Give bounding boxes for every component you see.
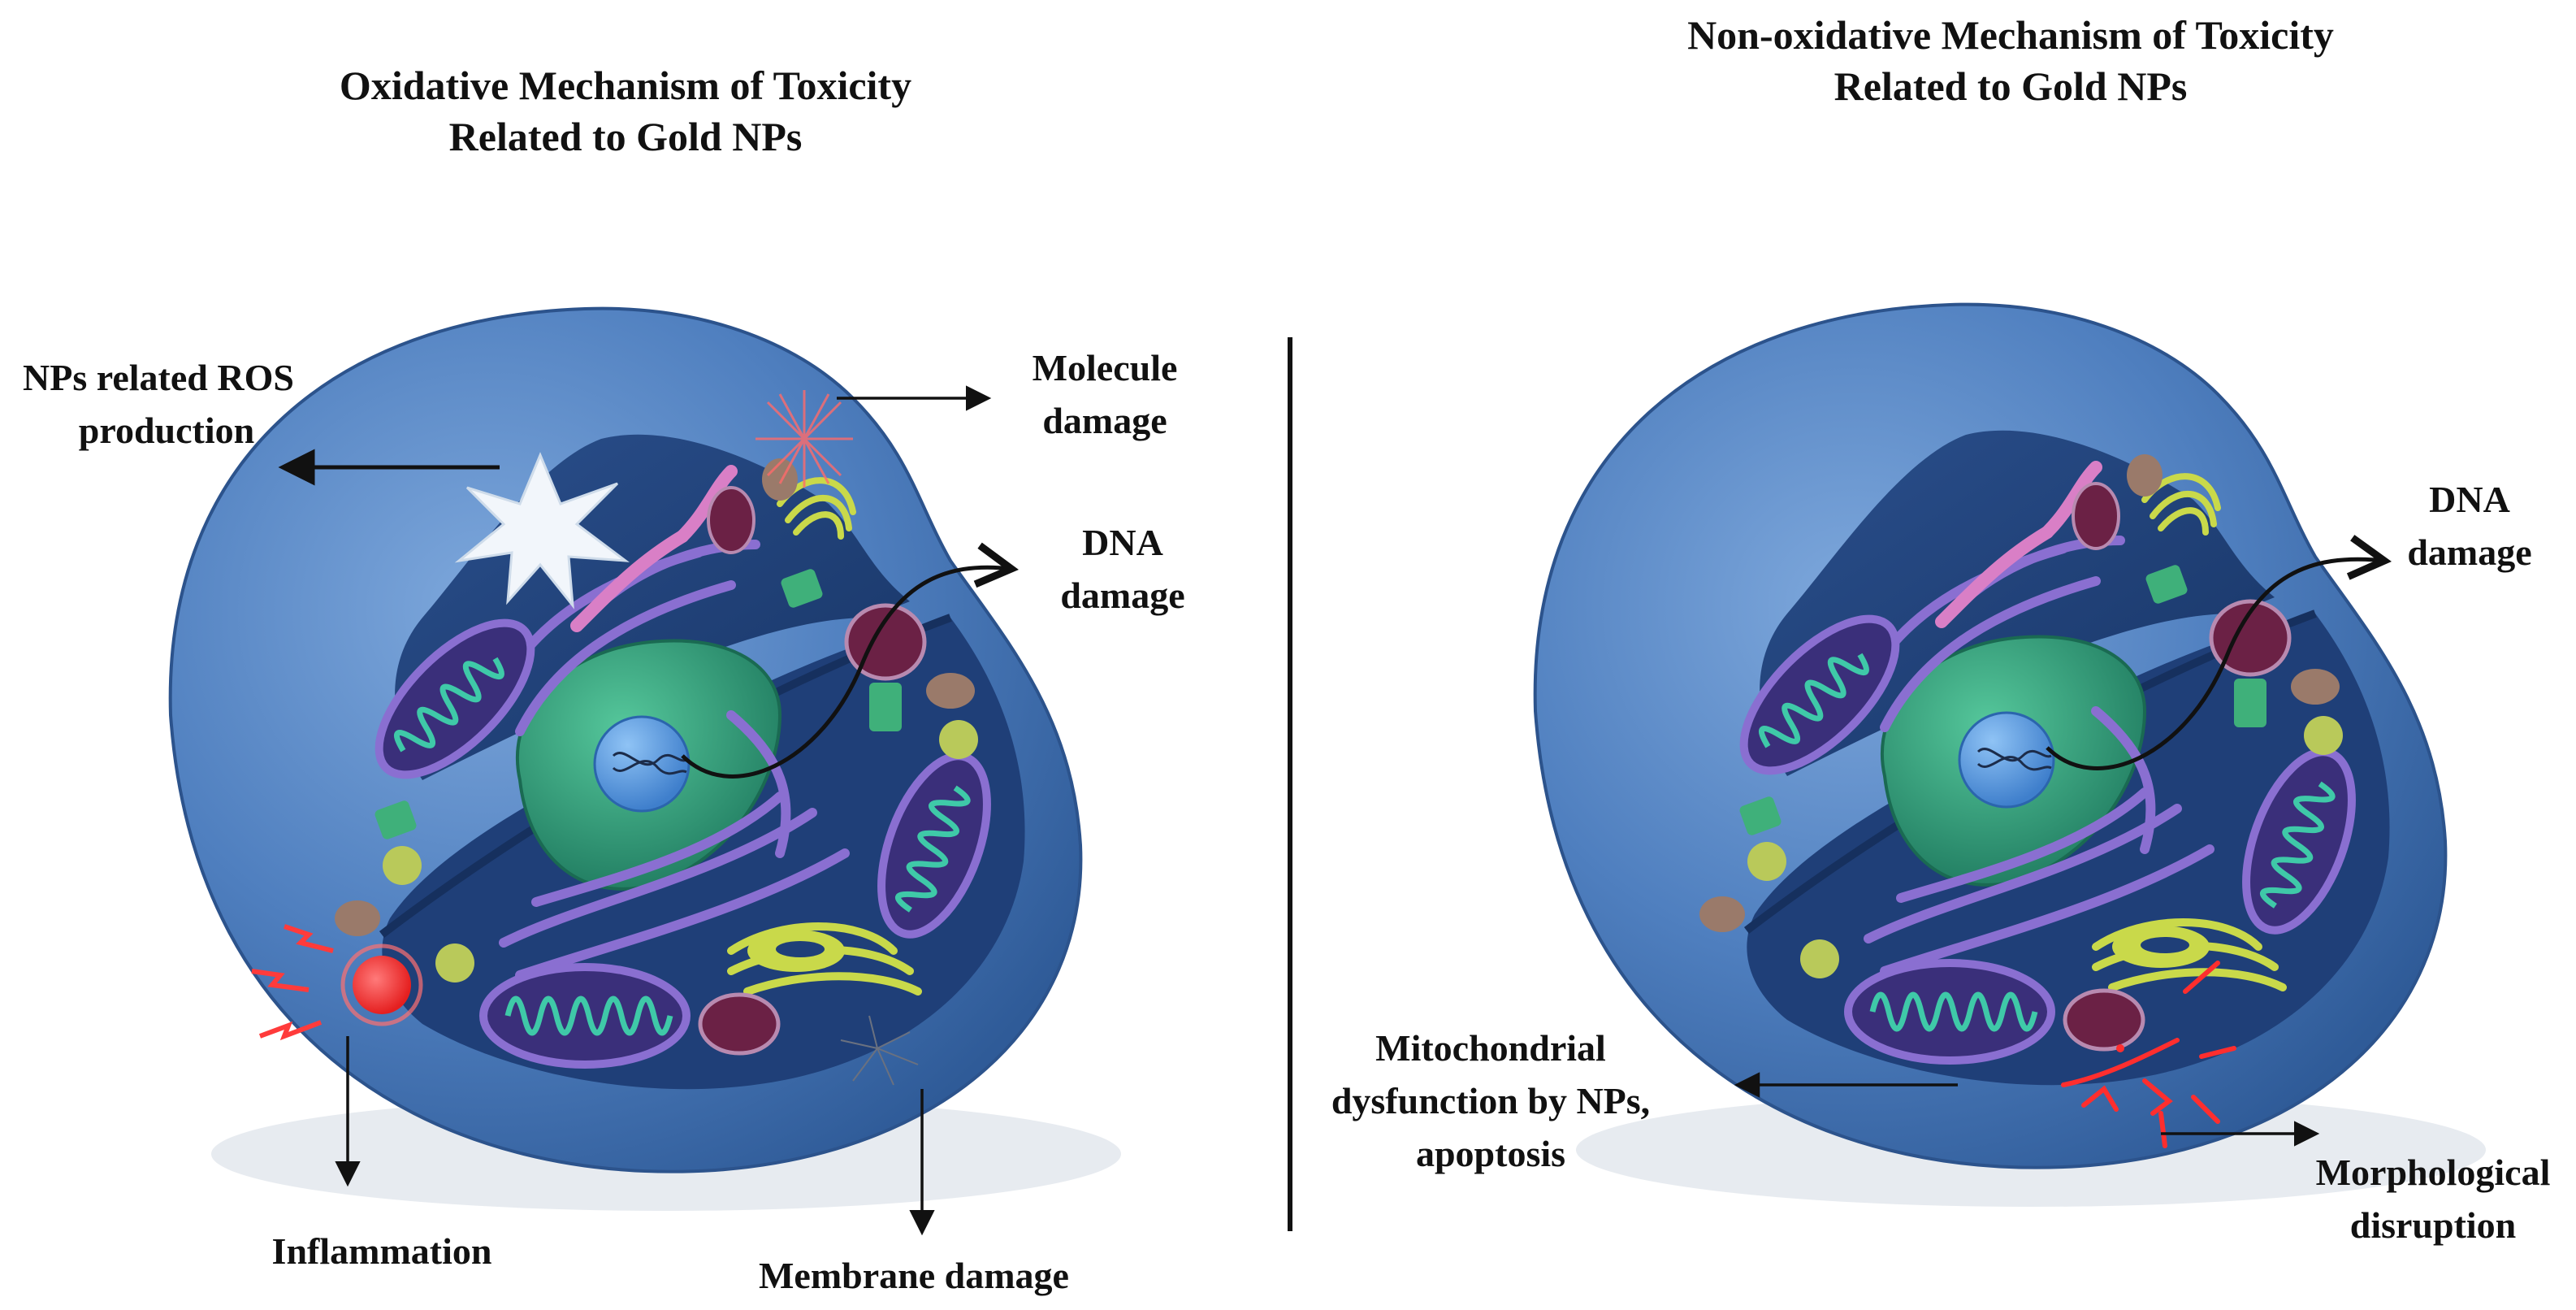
- morph-label-line2: disruption: [2350, 1204, 2517, 1246]
- ros-label-line1: NPs related ROS: [23, 357, 294, 398]
- right-title-line1: Non-oxidative Mechanism of Toxicity: [1687, 12, 2334, 58]
- ros-burst-icon: [454, 452, 630, 609]
- left-title-line1: Oxidative Mechanism of Toxicity: [340, 63, 911, 108]
- right-cell-illustration: [1535, 305, 2486, 1207]
- molecule-damage-burst-icon: [755, 390, 853, 488]
- dna-label-left-line2: damage: [1060, 575, 1184, 616]
- dna-arrow-right: [2046, 535, 2392, 770]
- mito-label-line3: apoptosis: [1416, 1133, 1565, 1174]
- morph-label-line1: Morphological: [2316, 1152, 2551, 1193]
- right-title-line2: Related to Gold NPs: [1834, 63, 2188, 109]
- molecule-label-line1: Molecule: [1033, 347, 1178, 388]
- mito-label-line1: Mitochondrial: [1375, 1027, 1606, 1069]
- dna-label-left-line1: DNA: [1082, 522, 1163, 563]
- inflammation-label: Inflammation: [272, 1230, 492, 1272]
- ros-label-line2: production: [79, 410, 254, 451]
- dna-label-right-line1: DNA: [2429, 479, 2510, 520]
- dna-arrow-left: [681, 542, 1020, 779]
- morphological-disruption-icon: [2061, 961, 2236, 1148]
- right-panel: Non-oxidative Mechanism of Toxicity Rela…: [1331, 12, 2551, 1246]
- left-panel: Oxidative Mechanism of Toxicity Related …: [23, 63, 1185, 1296]
- dna-label-right-line2: damage: [2407, 531, 2531, 573]
- left-title-line2: Related to Gold NPs: [449, 114, 803, 159]
- membrane-crack-icon: [840, 1015, 919, 1086]
- membrane-label: Membrane damage: [759, 1255, 1069, 1296]
- molecule-label-line2: damage: [1042, 400, 1167, 441]
- inflammation-marker-icon: [251, 924, 423, 1041]
- mito-label-line2: dysfunction by NPs,: [1331, 1080, 1650, 1121]
- left-cell-illustration: [171, 309, 1121, 1211]
